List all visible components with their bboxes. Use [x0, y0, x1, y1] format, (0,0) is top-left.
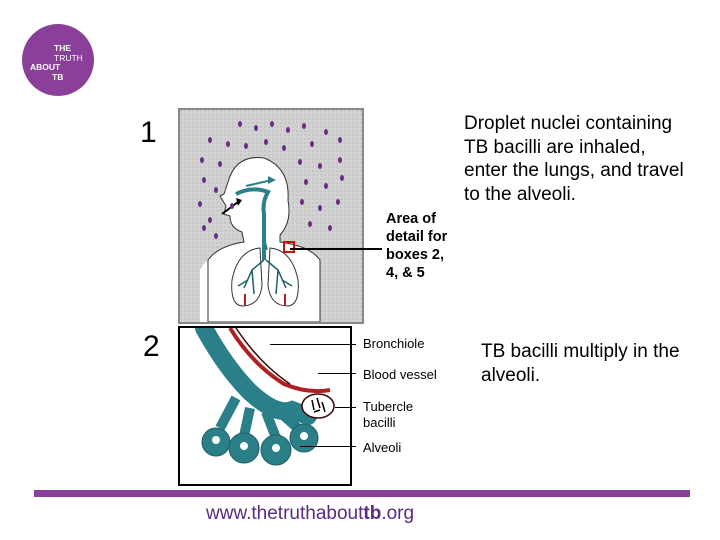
blood-vessels [244, 294, 286, 306]
footer-divider [34, 490, 690, 497]
truth-about-tb-logo [22, 24, 94, 96]
tubercle-bacilli-marks [311, 397, 326, 413]
bronchiole-shape [195, 328, 317, 425]
website-link[interactable]: www.thetruthabouttb.org [206, 503, 414, 525]
url-bold: tb [363, 503, 382, 524]
step-1-number: 1 [140, 116, 157, 149]
logo-line-1: THE [54, 43, 71, 53]
alveoli-illustration [195, 328, 335, 466]
logo-text: THE TRUTH ABOUT TB [30, 43, 83, 82]
blood-vessel-shape [228, 328, 331, 394]
blood-vessel-label: Blood vessel [363, 367, 437, 382]
inhale-arrow-mouth [221, 201, 239, 215]
logo-line-3: ABOUT [30, 62, 61, 72]
step-2-number: 2 [143, 330, 160, 363]
tubercle-bacilli-label: Tubercle bacilli [363, 399, 414, 430]
droplet-nuclei [198, 121, 344, 239]
alveoli-highlights [212, 432, 308, 452]
logo-line-2: TRUTH [54, 52, 83, 63]
logo-line-4: TB [52, 71, 64, 82]
bronchiole-leader [270, 344, 356, 345]
inhale-arrow-nose [245, 179, 273, 187]
alveolus-bacilli [301, 393, 335, 419]
step-2-caption: TB bacilli multiply in the alveoli. [481, 341, 680, 386]
blood-vessel-leader [318, 373, 356, 374]
bronchial-tree [237, 259, 293, 295]
step-1-caption: Droplet nuclei containing TB bacilli are… [464, 113, 684, 205]
inhalation-figure [178, 108, 364, 324]
tubercle-leader [335, 407, 356, 408]
alveoli-leader [300, 446, 356, 447]
alveoli-detail-figure [178, 326, 352, 486]
detail-box [283, 241, 295, 253]
alveoli-label: Alveoli [363, 440, 402, 455]
bronchiole-label: Bronchiole [363, 336, 425, 351]
area-pointer-line [290, 248, 382, 250]
inhalation-illustration [180, 110, 362, 322]
area-of-detail-label: Area of detail for boxes 2, 4, & 5 [386, 211, 448, 281]
airway [235, 187, 271, 251]
url-suffix: .org [381, 503, 415, 524]
url-prefix: www.thetruthabout [206, 503, 364, 524]
